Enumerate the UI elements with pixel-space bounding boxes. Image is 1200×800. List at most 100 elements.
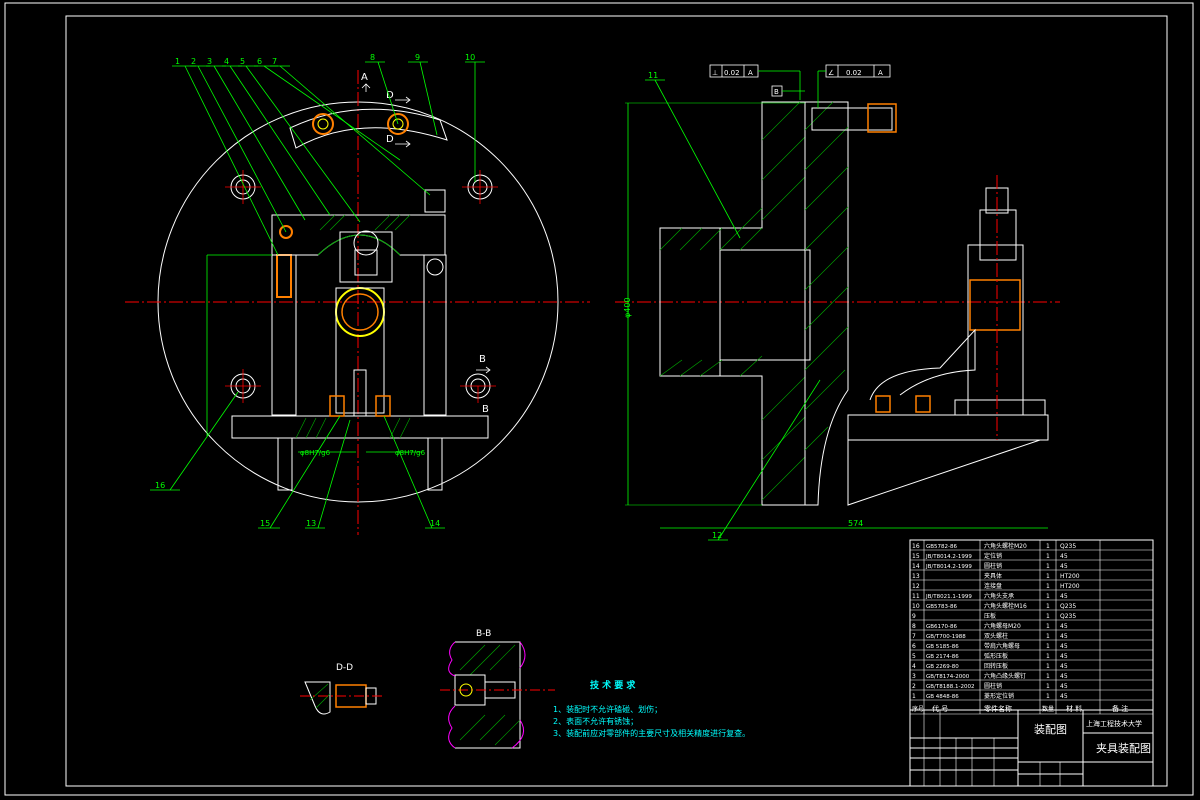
bom-row-name: 定位销 (984, 552, 1002, 560)
bom-row-mat: 45 (1060, 593, 1068, 600)
bom-row-name: 六角头螺栓M16 (984, 602, 1027, 610)
balloon-14: 14 (430, 519, 440, 528)
inner-frame (65, 15, 1168, 787)
bom-row-code: GB5783-86 (926, 604, 958, 610)
bom-row-code: GB/T8188.1-2002 (926, 684, 974, 690)
bom-row-qty: 1 (1046, 563, 1050, 570)
bom-row-code: JB/T8014.2-1999 (925, 554, 972, 560)
bom-row-name: 夹具体 (984, 572, 1002, 580)
bom-row-qty: 1 (1046, 683, 1050, 690)
bom-row-name: 压板 (984, 612, 996, 620)
balloon-1: 1 (175, 57, 180, 66)
bom-row-qty: 1 (1046, 663, 1050, 670)
section-bb-label: B-B (476, 629, 491, 639)
balloon-11: 11 (648, 71, 658, 80)
bom-row-mat: 45 (1060, 643, 1068, 650)
bom-row-no: 2 (912, 683, 916, 690)
section-d1: D (386, 90, 394, 101)
bom-table: 1 6 GB5782-86 六角头螺栓M20 1 Q235 1 5 JB/T8014.2-199… (909, 539, 1154, 787)
bom-row-qty: 1 (1046, 633, 1050, 640)
bom-row-no: 6 (912, 643, 916, 650)
section-dd-label: D-D (336, 663, 353, 673)
bom-header-remark: 备 注 (1112, 704, 1128, 713)
bom-header-no: 序号 (912, 705, 924, 713)
tol2-sym: ∠ (828, 69, 834, 77)
bom-row-no: 8 (912, 623, 916, 630)
school-name: 上海工程技术大学 (1086, 719, 1142, 728)
balloon-12: 12 (712, 531, 722, 540)
bom-row-code: GB 4848-86 (926, 694, 959, 700)
datum-b: B (774, 88, 779, 96)
bom-row-mat: HT200 (1060, 573, 1080, 580)
bom-row-name: 菱形定位销 (984, 692, 1014, 700)
section-a: A (361, 72, 368, 83)
bom-row-no: 12 (912, 583, 920, 590)
notes-title: 技 术 要 求 (590, 679, 636, 691)
bom-row-no: 1 (912, 693, 916, 700)
bom-row-no: 5 (912, 653, 916, 660)
bom-row-mat: 45 (1060, 623, 1068, 630)
bom-row-code: GB 5185-86 (926, 644, 959, 650)
title-block: 装配图 上海工程技术大学 夹具装配图 (910, 709, 1153, 786)
bom-row-name: 六角螺母M20 (984, 622, 1021, 630)
balloon-6: 6 (257, 57, 262, 66)
bom-row-code: JB/T8021.1-1999 (925, 594, 972, 600)
tech-notes: 技 术 要 求 1、装配时不允许磕碰、划伤； 2、表面不允许有锈蚀； 3、装配前… (553, 679, 750, 738)
bom-row-name: 六角头支承 (984, 592, 1014, 600)
bom-row-mat: 45 (1060, 673, 1068, 680)
balloon-4: 4 (224, 57, 229, 66)
bom-row-qty: 1 (1046, 543, 1050, 550)
dim-diameter: φ400 (623, 297, 632, 318)
tol2-val: 0.02 (846, 69, 862, 77)
bolt-holes (230, 174, 493, 399)
tol1-ref: A (748, 69, 753, 77)
drawing-title: 夹具装配图 (1096, 742, 1151, 755)
bom-row-qty: 1 (1046, 613, 1050, 620)
flange-hatch (659, 101, 806, 501)
bom-row-name: 带肩六角螺母 (984, 642, 1020, 650)
tol2-ref: A (878, 69, 883, 77)
bom-row-no: 7 (912, 633, 916, 640)
bom-header-name: 零件名称 (984, 704, 1012, 713)
bom-row-qty: 1 (1046, 583, 1050, 590)
bom-row-no: 11 (912, 593, 920, 600)
bom-row-no: 10 (912, 603, 920, 610)
bom-row-qty: 1 (1046, 693, 1050, 700)
bom-row-code: GB/T700-1988 (926, 634, 966, 640)
tol1-val: 0.02 (724, 69, 740, 77)
balloon-7: 7 (272, 57, 277, 66)
balloon-5: 5 (240, 57, 245, 66)
tol1-sym: ⊥ (712, 69, 718, 77)
bom-row-qty: 1 (1046, 593, 1050, 600)
bom-header-code: 代 号 (932, 704, 948, 713)
bom-header-mat: 材 料 (1066, 704, 1082, 713)
side-view: φ400 574 ⊥ 0.02 A ∠ 0.02 A B 11 12 (615, 64, 1060, 541)
balloon-3: 3 (207, 57, 212, 66)
section-b1: B (479, 354, 486, 365)
bom-row-name: 双头螺柱 (984, 632, 1008, 640)
bom-row-code: JB/T8014.2-1999 (925, 564, 972, 570)
bom-row-code: GB5782-86 (926, 544, 958, 550)
bom-row-qty: 1 (1046, 643, 1050, 650)
bom-row-mat: 45 (1060, 653, 1068, 660)
balloon-2: 2 (191, 57, 196, 66)
drawing-name: 装配图 (1034, 723, 1067, 736)
bom-row-mat: Q235 (1060, 543, 1076, 550)
bom-row-name: 六角凸缘头螺钉 (984, 672, 1026, 680)
bom-row-mat: 45 (1060, 693, 1068, 700)
bom-row-name: 六角头螺栓M20 (984, 542, 1027, 550)
bom-row-name: 连接盘 (984, 582, 1002, 590)
bom-row-no: 3 (912, 673, 916, 680)
outer-frame (4, 2, 1194, 796)
bom-row-qty: 1 (1046, 573, 1050, 580)
dim-right: φ8H7/g6 (395, 449, 426, 457)
base-plate (231, 415, 489, 439)
section-d2: D (386, 134, 394, 145)
balloon-16: 16 (155, 481, 165, 490)
balloon-8: 8 (370, 53, 375, 62)
bom-row-mat: 45 (1060, 553, 1068, 560)
bom-row-mat: HT200 (1060, 583, 1080, 590)
bom-row-qty: 1 (1046, 603, 1050, 610)
balloon-9: 9 (415, 53, 420, 62)
